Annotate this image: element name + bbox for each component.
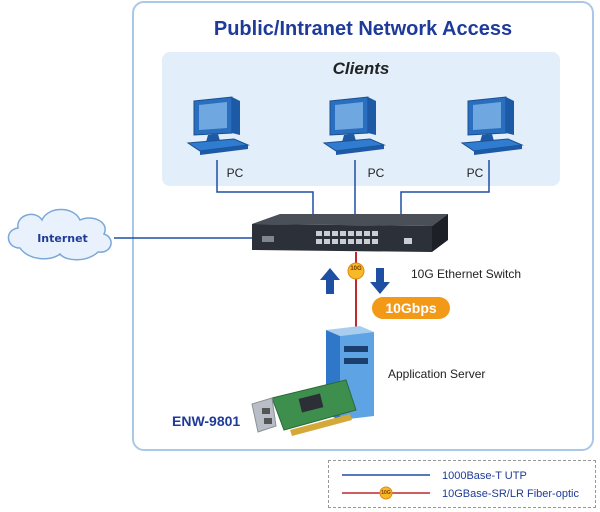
legend-fiber-label: 10GBase-SR/LR Fiber-optic <box>442 488 579 500</box>
fiber-10g-badge <box>347 262 365 280</box>
internet-cloud-icon <box>7 208 112 261</box>
clients-label: Clients <box>332 59 390 78</box>
legend-fiber-badge <box>379 486 393 500</box>
pc-icon <box>323 96 385 156</box>
pc-label: PC <box>367 166 385 180</box>
ethernet-switch-icon <box>252 214 448 252</box>
diagram-frame <box>132 1 594 451</box>
diagram-title: Public/Intranet Network Access <box>213 18 513 40</box>
internet-label: Internet <box>37 232 88 245</box>
nic-label: ENW-9801 <box>172 413 241 429</box>
nic-card-icon <box>251 379 357 436</box>
server-label: Application Server <box>388 367 486 381</box>
pc-label: PC <box>466 166 484 180</box>
pc-icon <box>187 96 249 156</box>
speed-badge: 10Gbps <box>372 297 450 319</box>
pc-icon <box>461 96 523 156</box>
fiber-badge-text: 10G <box>350 266 362 272</box>
legend-utp-label: 1000Base-T UTP <box>442 470 527 482</box>
pc-label: PC <box>226 166 244 180</box>
switch-label: 10G Ethernet Switch <box>411 267 522 281</box>
legend-badge-text: 10G <box>381 490 391 496</box>
legend-box <box>328 460 596 508</box>
upload-arrow-icon <box>320 268 340 294</box>
download-arrow-icon <box>370 268 390 294</box>
utp-links <box>114 160 490 239</box>
